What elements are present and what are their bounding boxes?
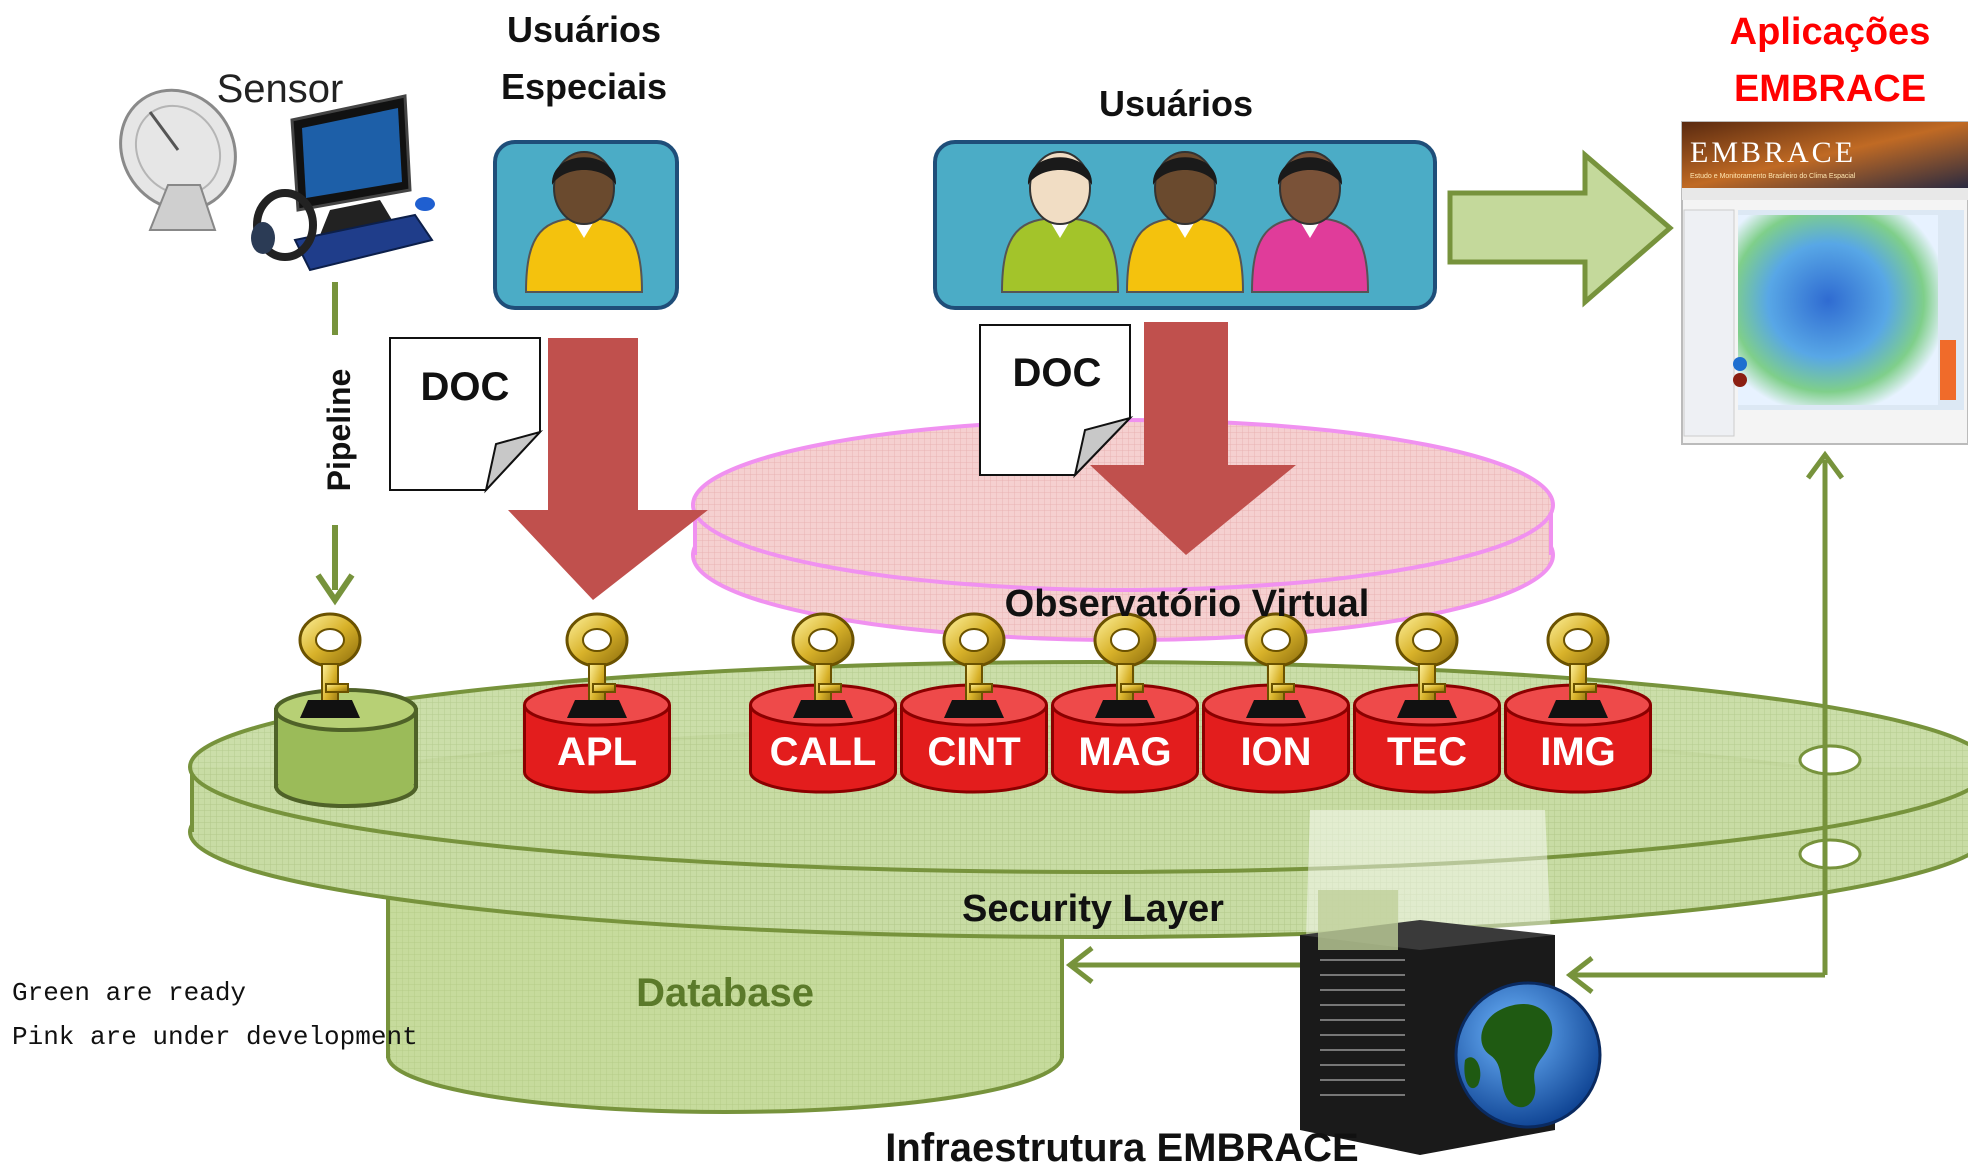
document-icon bbox=[389, 337, 544, 494]
legend-development: Pink are under development bbox=[12, 1022, 418, 1052]
apps-label-2: EMBRACE bbox=[1734, 68, 1926, 110]
screenshot-brand: EMBRACE bbox=[1690, 136, 1856, 169]
users-label: Usuários bbox=[1099, 83, 1253, 124]
data-store-label: MAG bbox=[1078, 730, 1171, 774]
key-icon bbox=[1546, 612, 1610, 718]
doc-label-1: DOC bbox=[421, 365, 510, 409]
key-icon bbox=[298, 612, 362, 718]
data-store-label: TEC bbox=[1387, 730, 1467, 774]
special-users-arrow bbox=[508, 338, 708, 600]
users-arrow bbox=[1090, 322, 1296, 555]
data-store-mag: MAG bbox=[1051, 683, 1199, 794]
globe-icon bbox=[1454, 981, 1602, 1129]
doc-label-2: DOC bbox=[1013, 351, 1102, 395]
pipeline-label: Pipeline bbox=[321, 369, 357, 492]
person-icon bbox=[524, 151, 644, 293]
data-store-label: ION bbox=[1240, 730, 1311, 774]
virtual-observatory-disc bbox=[691, 418, 1555, 642]
satellite-dish-icon bbox=[119, 88, 237, 231]
key-icon bbox=[1093, 612, 1157, 718]
document-icon bbox=[979, 324, 1134, 479]
database-label: Database bbox=[636, 971, 814, 1015]
key-icon bbox=[1395, 612, 1459, 718]
person-icon bbox=[1000, 151, 1120, 293]
key-icon bbox=[1244, 612, 1308, 718]
legend-ready: Green are ready bbox=[12, 978, 247, 1008]
key-icon bbox=[942, 612, 1006, 718]
special-users-label-1: Usuários bbox=[507, 9, 661, 50]
data-store-label: APL bbox=[557, 730, 637, 774]
sensor-label: Sensor bbox=[217, 67, 344, 111]
special-users-label-2: Especiais bbox=[501, 66, 667, 107]
screenshot-subtitle: Estudo e Monitoramento Brasileiro do Cli… bbox=[1690, 173, 1856, 180]
apps-arrow bbox=[1447, 149, 1674, 308]
apps-label-1: Aplicações bbox=[1730, 11, 1931, 53]
infrastructure-label: Infraestrutura EMBRACE bbox=[885, 1126, 1358, 1164]
key-icon bbox=[791, 612, 855, 718]
data-store-label: CALL bbox=[770, 730, 877, 774]
data-store-label: IMG bbox=[1540, 730, 1616, 774]
person-icon bbox=[1250, 151, 1370, 293]
connectors bbox=[1065, 450, 1845, 994]
security-layer-label: Security Layer bbox=[962, 888, 1224, 930]
keys bbox=[298, 612, 1610, 718]
key-icon bbox=[565, 612, 629, 718]
virtual-observatory-label: Observatório Virtual bbox=[1005, 583, 1370, 625]
embrace-app-screenshot: EMBRACE Estudo e Monitoramento Brasileir… bbox=[1681, 121, 1968, 445]
pipeline-arrow bbox=[315, 282, 355, 606]
person-icon bbox=[1125, 151, 1245, 293]
computer-icon bbox=[251, 94, 435, 272]
data-store-label: CINT bbox=[927, 730, 1020, 774]
data-stores: APL CALL CINT MAG ION TEC IMG bbox=[523, 683, 1652, 794]
